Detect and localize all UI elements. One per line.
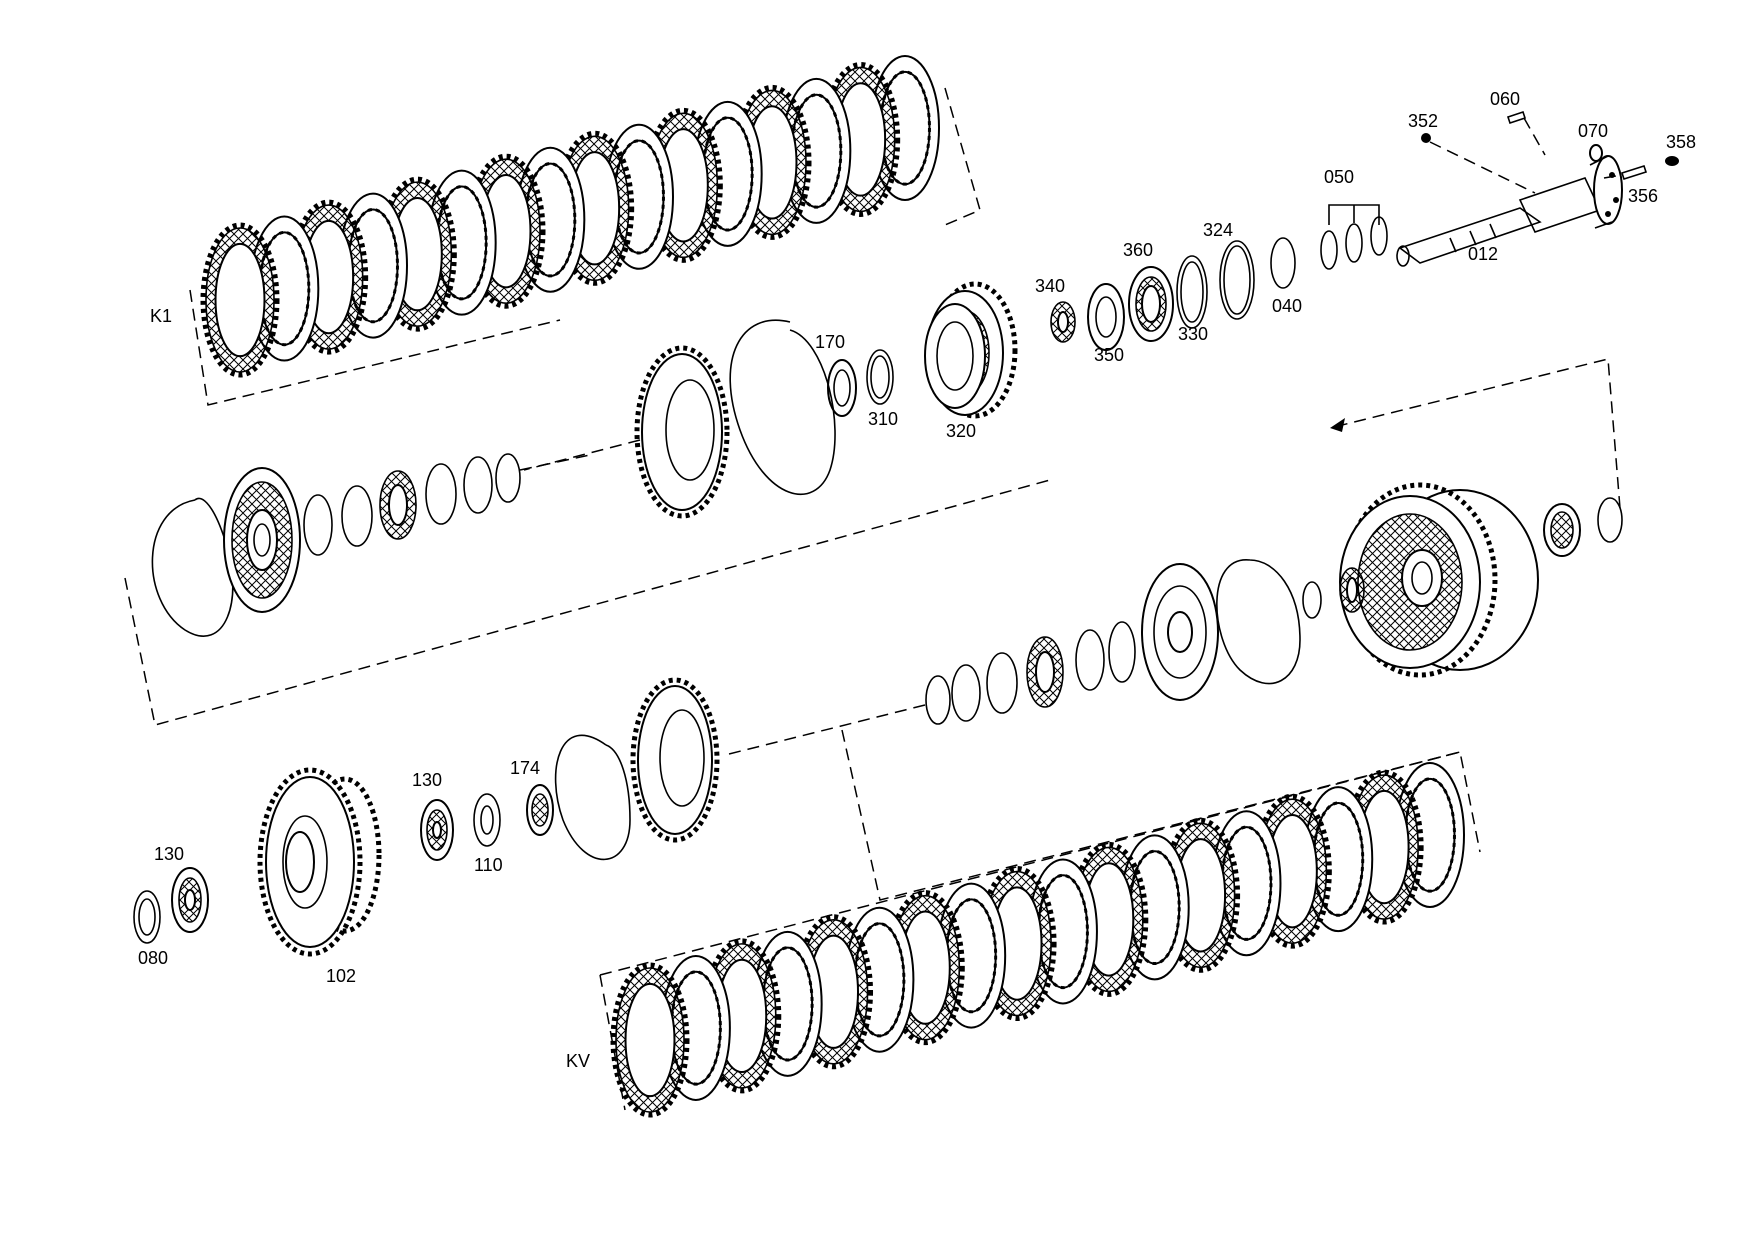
callout-labels: K1 KV 012 040 050 060 070 080 102 110 13… — [138, 89, 1696, 1071]
label-110: 110 — [474, 855, 503, 875]
middle-piston-row — [124, 358, 1623, 756]
gear-320 — [924, 281, 1018, 419]
pin-356 — [1603, 164, 1648, 181]
snap-ring-large-upper — [729, 319, 836, 495]
label-174: 174 — [510, 758, 540, 778]
label-330: 330 — [1178, 324, 1208, 344]
bearing-130-upper — [420, 799, 454, 861]
snap-ring-left — [151, 497, 234, 637]
label-170: 170 — [815, 332, 845, 352]
bearing-right — [1543, 503, 1581, 557]
ring-mid-2 — [1075, 629, 1105, 691]
label-350: 350 — [1094, 345, 1124, 365]
bearing-360 — [1128, 266, 1174, 342]
pin-060 — [1506, 110, 1546, 156]
label-130-lower: 130 — [154, 844, 184, 864]
k1-disc-stack — [200, 55, 940, 378]
ring-mid-1 — [1108, 621, 1136, 683]
label-040: 040 — [1272, 296, 1302, 316]
ring-left-3 — [425, 463, 457, 525]
ring-mid-4 — [951, 664, 981, 722]
ring-mid-3 — [986, 652, 1018, 714]
plug-358 — [1665, 156, 1679, 166]
ring-mid-0 — [1302, 581, 1322, 619]
ring-174 — [526, 784, 554, 836]
label-130-upper: 130 — [412, 770, 442, 790]
snap-ring-310 — [866, 349, 894, 405]
label-340: 340 — [1035, 276, 1065, 296]
label-kv: KV — [566, 1051, 590, 1071]
needle-bearing-mid — [1339, 567, 1365, 613]
gear-102 — [257, 767, 382, 957]
snap-ring-mid — [1216, 559, 1301, 685]
label-310: 310 — [868, 409, 898, 429]
end-plate-upper — [634, 345, 730, 519]
kv-clutch-pack — [599, 729, 1481, 1118]
ring-right-1 — [1597, 497, 1623, 543]
spring-mid — [1026, 636, 1064, 708]
ring-left-2 — [341, 485, 373, 547]
washer-330 — [1176, 255, 1208, 329]
seal-rings-050 — [1320, 204, 1388, 270]
label-050: 050 — [1324, 167, 1354, 187]
kv-disc-stack — [610, 762, 1465, 1118]
piston-left — [223, 467, 301, 613]
lower-gear-row — [133, 677, 720, 957]
bearing-130-lower — [171, 867, 209, 933]
label-070: 070 — [1578, 121, 1608, 141]
ring-mid-5 — [925, 675, 951, 725]
ring-left-5 — [495, 453, 521, 503]
piston-mid — [1141, 563, 1219, 701]
label-320: 320 — [946, 421, 976, 441]
friction-disc — [200, 222, 280, 378]
label-102: 102 — [326, 966, 356, 986]
friction-disc — [610, 962, 690, 1118]
label-080: 080 — [138, 948, 168, 968]
nut-070 — [1589, 144, 1603, 162]
label-324: 324 — [1203, 220, 1233, 240]
spring-left — [379, 470, 417, 540]
needle-bearing-340 — [1050, 301, 1076, 343]
end-plate-lower — [630, 677, 720, 843]
label-012: 012 — [1468, 244, 1498, 264]
snap-ring-large-lower — [554, 734, 631, 861]
label-358: 358 — [1666, 132, 1696, 152]
washer-080 — [133, 890, 161, 944]
k1-clutch-pack — [189, 55, 981, 406]
label-356: 356 — [1628, 186, 1658, 206]
ring-left-1 — [303, 494, 333, 556]
bearing-350 — [1087, 283, 1125, 351]
label-360: 360 — [1123, 240, 1153, 260]
washer-110 — [473, 793, 501, 847]
ring-170 — [827, 359, 857, 417]
upper-shaft-row — [523, 110, 1679, 519]
label-k1: K1 — [150, 306, 172, 326]
ring-left-4 — [463, 456, 493, 514]
snap-ring-324 — [1219, 240, 1255, 320]
direction-arrow — [1330, 418, 1345, 432]
drum-housing — [1339, 482, 1539, 678]
label-352: 352 — [1408, 111, 1438, 131]
label-060: 060 — [1490, 89, 1520, 109]
plug-352 — [1421, 133, 1536, 194]
input-shaft-012 — [1396, 155, 1623, 267]
snap-ring-040 — [1270, 237, 1296, 289]
